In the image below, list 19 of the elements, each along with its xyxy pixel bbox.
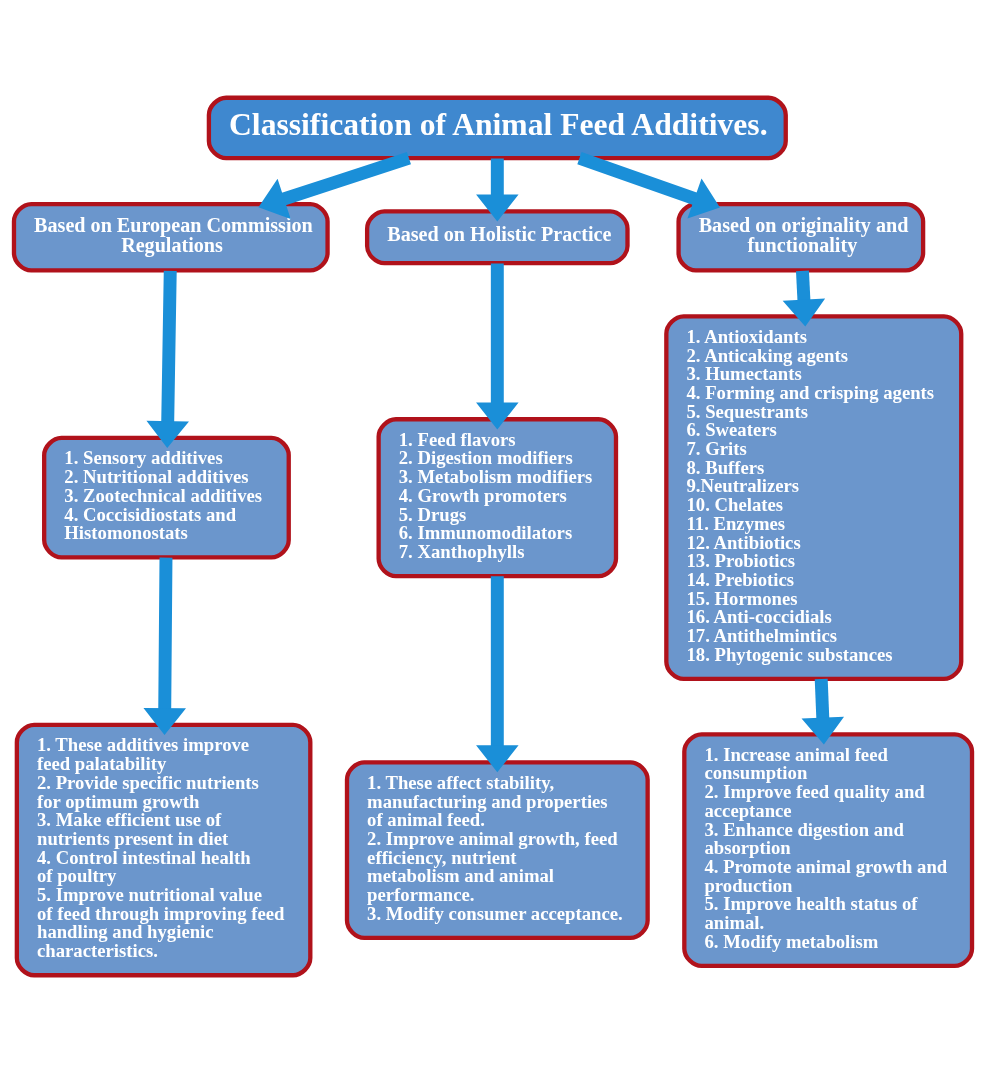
node-box: Based on Holistic Practice [364,208,630,265]
arrow [782,270,826,327]
node-box: Based on originality and functionality [676,201,926,273]
node-box: 1. Increase animal feed consumption 2. Improve feed quality and acceptance 3. Enhance digestion and absorption 4. Promote animal growth and production 5. Improve health status of animal. 6. Modify metabolism [682,731,975,968]
arrow [146,270,189,448]
node-box: 1. These affect stability, manufacturing and properties of animal feed. 2. Improve animal growth, feed efficiency, nutrient metabolism and animal performance. 3. Modify consumer acceptance. [344,759,650,940]
arrow [476,158,519,222]
arrow [476,575,519,772]
arrow [801,678,845,745]
node-box: 1. Feed flavors 2. Digestion modifiers 3. Metabolism modifiers 4. Growth promoters 5. Drugs 6. Immunomodilators 7. Xanthophylls [376,416,619,578]
arrow [143,557,186,735]
arrow [577,151,720,219]
arrow [476,262,519,429]
node-box: 1. Antioxidants 2. Anticaking agents 3. Humectants 4. Forming and crisping agents 5. Sequestrants 6. Sweaters 7. Grits 8. Buffers 9.Neutralizers 10. Chelates 11. Enzymes 12. Antibiotics 13. Probiotics 14. Prebiotics 15. Hormones 16. Anti-coccidials 17. Antithelmintics 18. Phytogenic substances [664,313,964,681]
node-box: Based on European Commission Regulations [11,201,330,273]
node-box: 1. These additives improve feed palatability 2. Provide specific nutrients for optimum growth 3. Make efficient use of nutrients present in diet 4. Control intestinal health of poultry 5. Improve nutritional value of feed through improving feed handling and hygienic characteristics. [14,722,313,977]
node-box: 1. Sensory additives 2. Nutritional additives 3. Zootechnical additives 4. Coccisidiostats and Histomonostats [42,435,291,559]
node-box: Classification of Animal Feed Additives. [206,95,788,160]
arrow [258,151,411,219]
